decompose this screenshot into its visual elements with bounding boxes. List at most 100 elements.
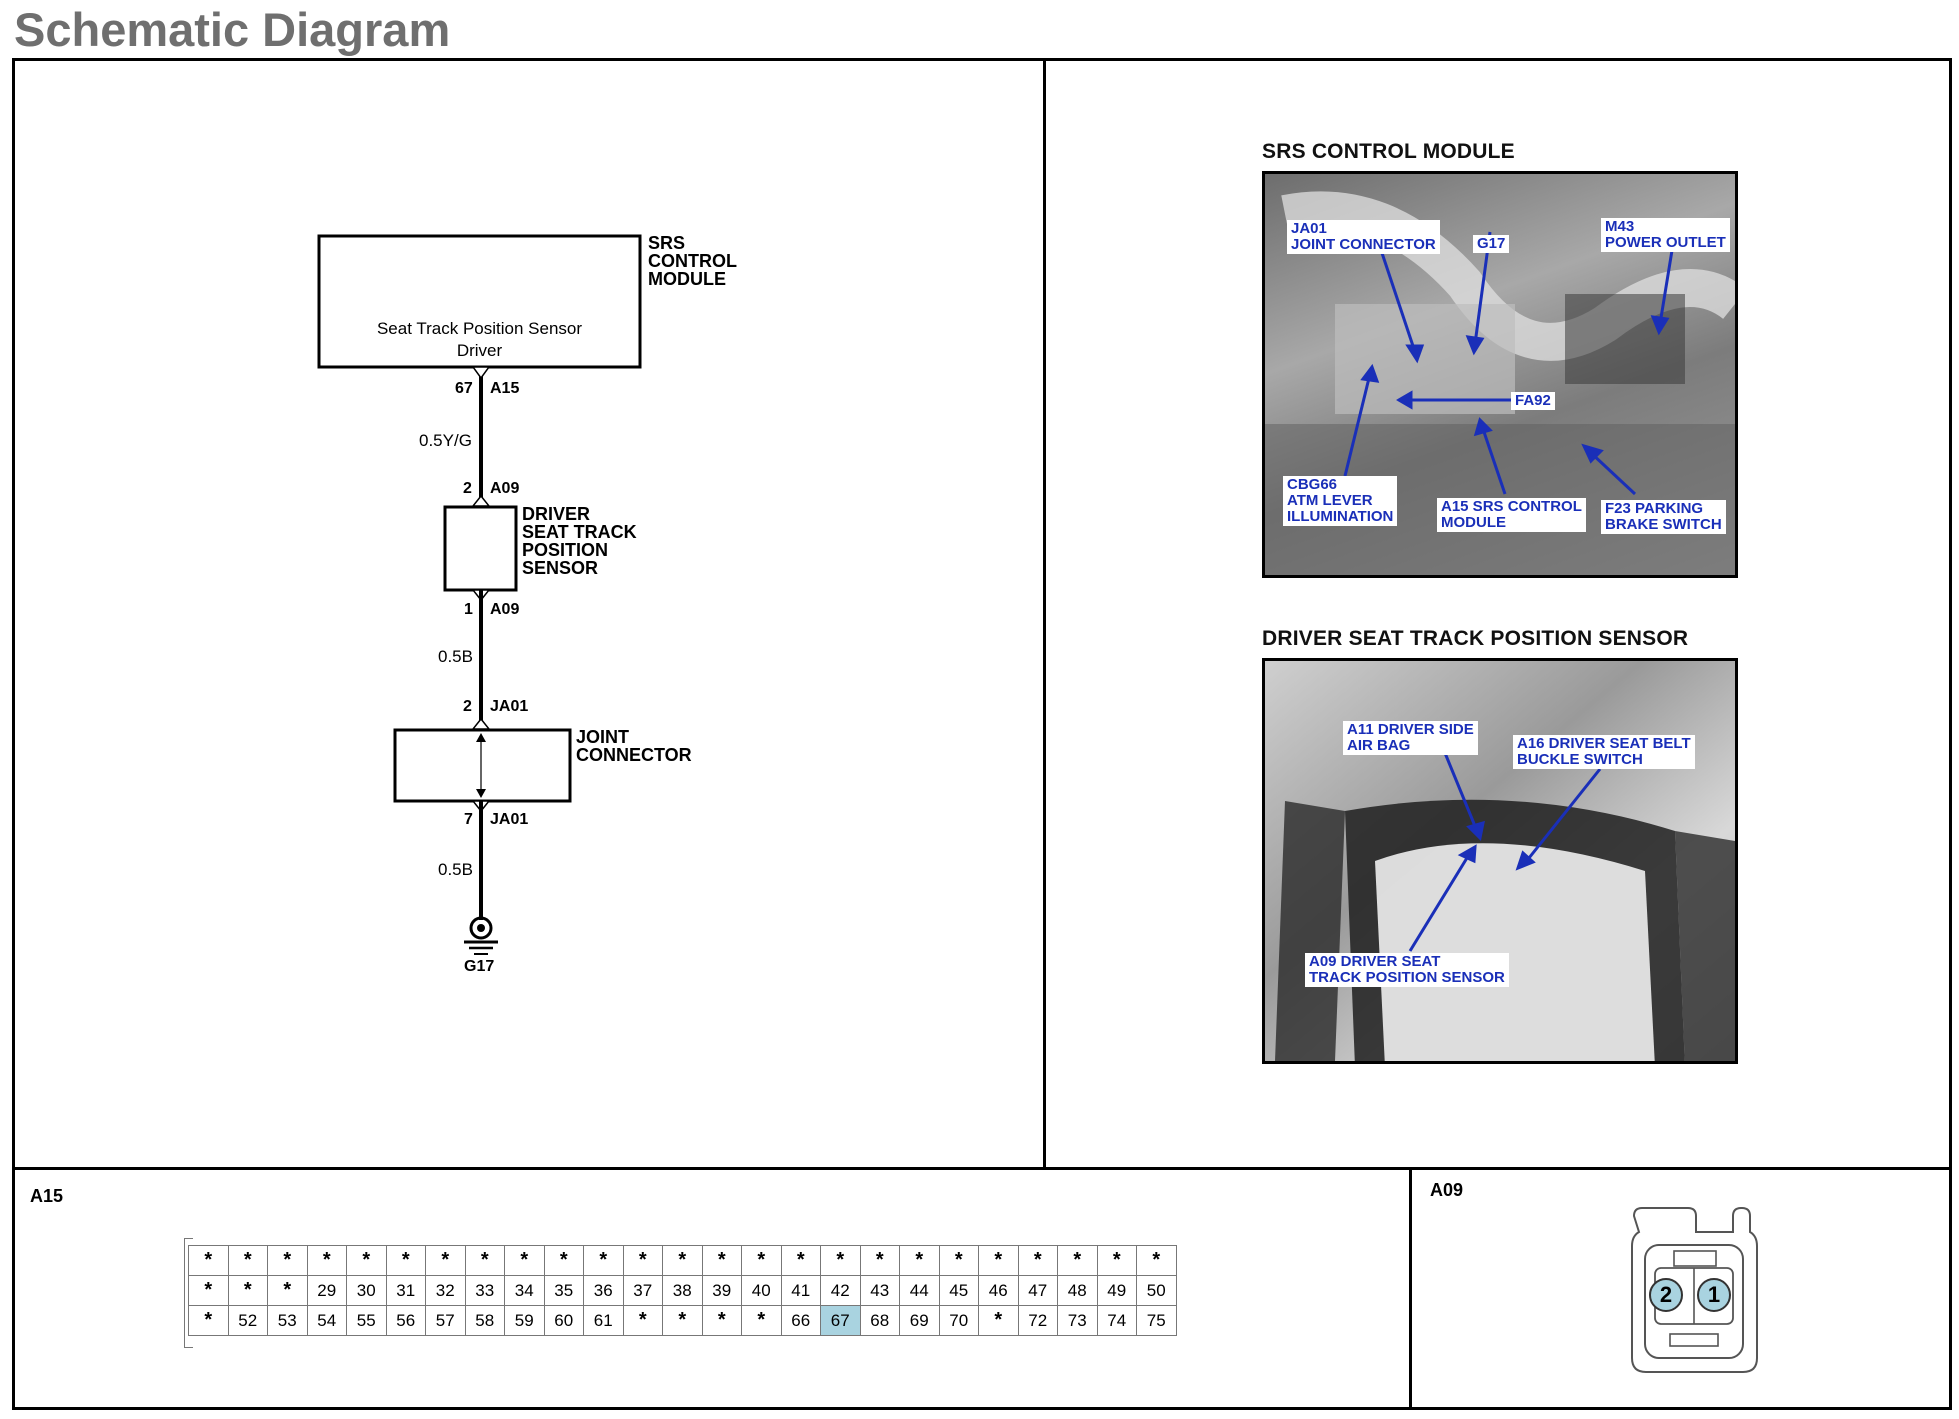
callout-a15: A15 SRS CONTROL MODULE <box>1437 498 1586 532</box>
wire-spec-2: 0.5B <box>438 647 473 666</box>
callout-m43: M43 POWER OUTLET <box>1601 218 1730 252</box>
unused-pin-cell: * <box>385 1245 426 1276</box>
unused-pin-cell: * <box>978 1305 1019 1336</box>
pin-cell: 56 <box>385 1305 426 1336</box>
srs-module-label: SRS CONTROL MODULE <box>648 233 737 289</box>
connector-a09-id: A09 <box>1430 1180 1464 1200</box>
unused-pin-cell: * <box>741 1305 782 1336</box>
unused-pin-cell: * <box>583 1245 624 1276</box>
pin-cell: 60 <box>543 1305 584 1336</box>
pin-cell: 75 <box>1136 1305 1177 1336</box>
unused-pin-cell: * <box>622 1305 663 1336</box>
unused-pin-cell: * <box>662 1245 703 1276</box>
pin-cell: 70 <box>938 1305 979 1336</box>
a09-pin-1: 1 <box>1697 1278 1731 1312</box>
pin-cell: 66 <box>780 1305 821 1336</box>
pin-number-67: 67 <box>455 380 473 397</box>
unused-pin-cell: * <box>267 1245 308 1276</box>
connector-divider <box>1409 1167 1412 1410</box>
unused-pin-cell: * <box>306 1245 347 1276</box>
pin-cell: 34 <box>504 1275 545 1306</box>
pin-cell: 55 <box>346 1305 387 1336</box>
a09-connector-face <box>1631 1207 1758 1373</box>
callout-f23: F23 PARKING BRAKE SWITCH <box>1601 500 1726 534</box>
connector-id-a09-bottom: A09 <box>490 601 520 618</box>
connector-id-a09-top: A09 <box>490 480 520 497</box>
pin-marker-a09-top <box>471 494 491 507</box>
pin-number-joint-top: 2 <box>463 698 472 715</box>
unused-pin-cell: * <box>425 1245 466 1276</box>
unused-pin-cell: * <box>1096 1245 1137 1276</box>
joint-arrow-up <box>476 733 486 742</box>
unused-pin-cell: * <box>543 1245 584 1276</box>
unused-pin-cell: * <box>1017 1245 1058 1276</box>
pin-cell: 72 <box>1017 1305 1058 1336</box>
unused-pin-cell: * <box>464 1245 505 1276</box>
pin-cell: 50 <box>1136 1275 1177 1306</box>
unused-pin-cell: * <box>662 1305 703 1336</box>
pin-cell: 36 <box>583 1275 624 1306</box>
wire-spec-3: 0.5B <box>438 860 473 879</box>
unused-pin-cell: * <box>1057 1245 1098 1276</box>
a09-pin-1-label: 1 <box>1707 1282 1721 1307</box>
diagram-frame <box>12 58 1952 1410</box>
callout-cbg66: CBG66 ATM LEVER ILLUMINATION <box>1283 476 1398 526</box>
pin-cell: 44 <box>899 1275 940 1306</box>
pin-cell: 73 <box>1057 1305 1098 1336</box>
a09-pin-2-label: 2 <box>1659 1282 1673 1307</box>
ground-label: G17 <box>464 958 495 975</box>
unused-pin-cell: * <box>701 1305 742 1336</box>
center-divider <box>1043 58 1046 1170</box>
page-title: Schematic Diagram <box>14 3 451 56</box>
pin-cell: 57 <box>425 1305 466 1336</box>
unused-pin-cell: * <box>188 1245 229 1276</box>
connector-a15-id: A15 <box>30 1186 64 1206</box>
pin-cell: 32 <box>425 1275 466 1306</box>
srs-internal-label-1: Seat Track Position Sensor <box>376 319 583 338</box>
srs-internal-label-2: Driver <box>456 341 503 360</box>
pin-marker-a15 <box>471 366 491 380</box>
photo-title-srs: SRS CONTROL MODULE <box>1262 140 1515 163</box>
pin-row: ************************* <box>188 1245 1177 1276</box>
joint-arrow-down <box>476 789 486 798</box>
pin-cell: 40 <box>741 1275 782 1306</box>
bottom-divider <box>12 1167 1952 1170</box>
connector-id-ja01-bottom: JA01 <box>490 811 529 828</box>
pin-cell: 45 <box>938 1275 979 1306</box>
unused-pin-cell: * <box>188 1305 229 1336</box>
unused-pin-cell: * <box>267 1275 308 1306</box>
srs-photo-graphic <box>1265 191 1735 575</box>
a09-pin-2: 2 <box>1649 1278 1683 1312</box>
unused-pin-cell: * <box>1136 1245 1177 1276</box>
pin-cell: 38 <box>662 1275 703 1306</box>
pin-cell: 30 <box>346 1275 387 1306</box>
callout-a16: A16 DRIVER SEAT BELT BUCKLE SWITCH <box>1513 735 1695 769</box>
pin-cell: 59 <box>504 1305 545 1336</box>
unused-pin-cell: * <box>859 1245 900 1276</box>
pin-cell: 33 <box>464 1275 505 1306</box>
pin-cell: 49 <box>1096 1275 1137 1306</box>
sensor-label: DRIVER SEAT TRACK POSITION SENSOR <box>522 504 637 578</box>
wire-spec-1: 0.5Y/G <box>419 431 472 450</box>
ground-symbol <box>464 916 498 955</box>
sensor-box <box>443 505 518 592</box>
unused-pin-cell: * <box>227 1275 268 1306</box>
connector-id-ja01-top: JA01 <box>490 698 529 715</box>
unused-pin-cell: * <box>899 1245 940 1276</box>
pin-cell: 39 <box>701 1275 742 1306</box>
photo-title-sensor: DRIVER SEAT TRACK POSITION SENSOR <box>1262 627 1689 650</box>
pin-cell: 31 <box>385 1275 426 1306</box>
pin-cell: 52 <box>227 1305 268 1336</box>
pin-number-sensor-top: 2 <box>463 480 472 497</box>
pin-cell: 29 <box>306 1275 347 1306</box>
callout-a11: A11 DRIVER SIDE AIR BAG <box>1343 721 1478 755</box>
highlighted-pin-cell: 67 <box>820 1305 861 1336</box>
callout-ja01: JA01 JOINT CONNECTOR <box>1287 220 1440 254</box>
pin-cell: 53 <box>267 1305 308 1336</box>
pin-cell: 61 <box>583 1305 624 1336</box>
pin-cell: 35 <box>543 1275 584 1306</box>
